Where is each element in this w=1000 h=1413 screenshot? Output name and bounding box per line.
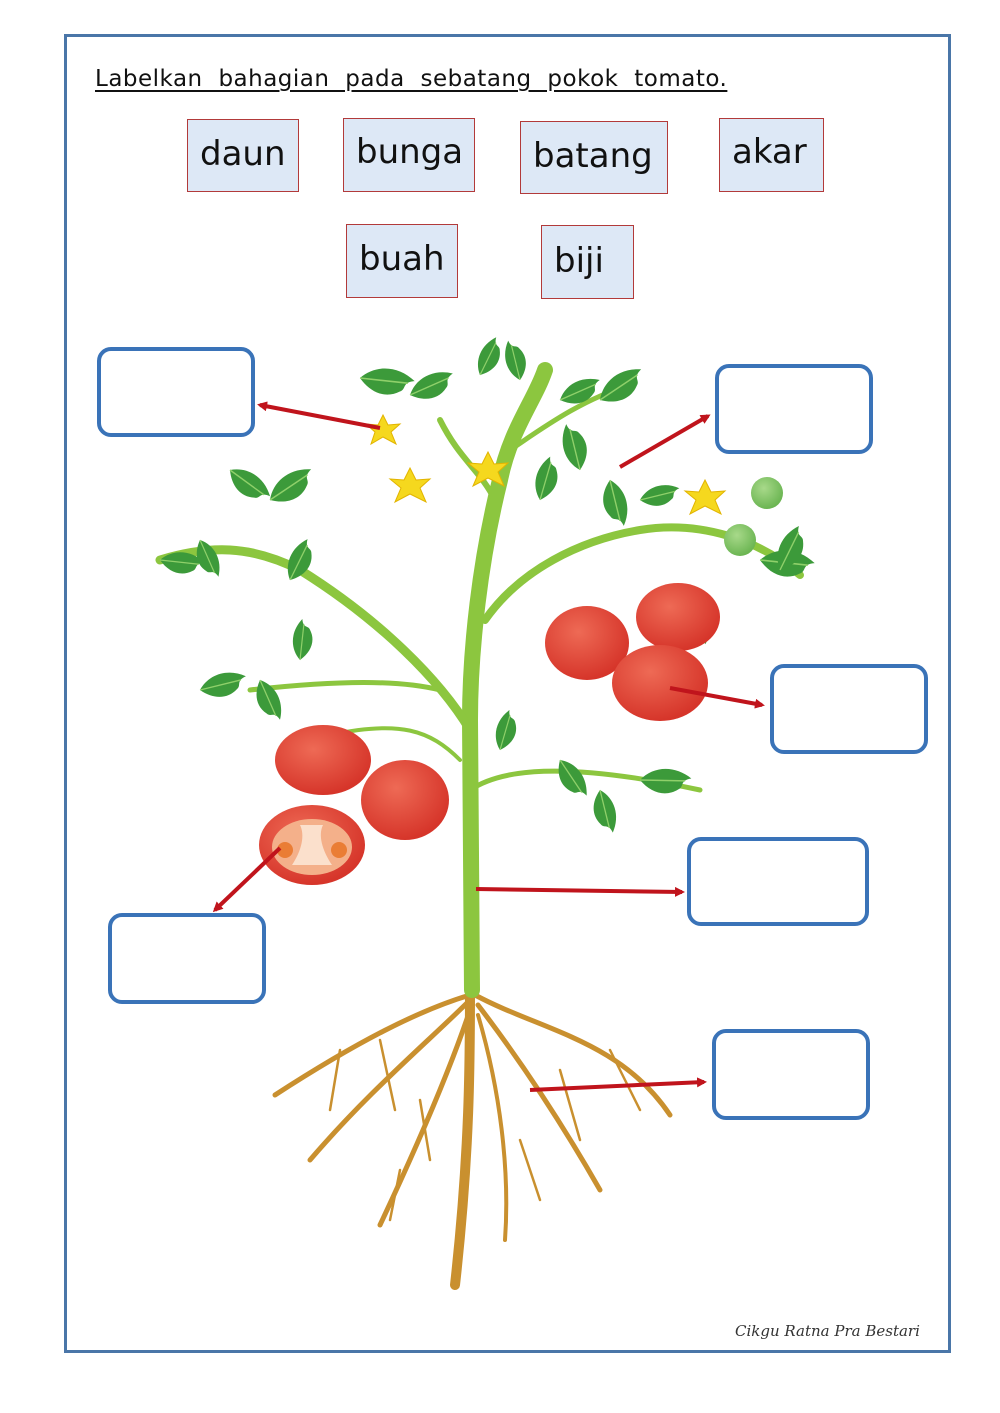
unripe-fruits <box>724 477 783 556</box>
word-card-biji[interactable]: biji <box>541 225 634 299</box>
flowers <box>364 413 727 516</box>
worksheet-frame <box>64 34 951 1353</box>
author-signature: Cikgu Ratna Pra Bestari <box>735 1322 920 1340</box>
ripe-fruits <box>259 583 720 885</box>
answer-box-root[interactable] <box>712 1029 870 1120</box>
word-card-daun[interactable]: daun <box>187 119 299 192</box>
word-card-batang[interactable]: batang <box>520 121 668 194</box>
answer-box-fruit[interactable] <box>770 664 928 754</box>
answer-box-stem[interactable] <box>687 837 869 926</box>
worksheet-title: Labelkan bahagian pada sebatang pokok to… <box>95 66 728 92</box>
word-card-buah[interactable]: buah <box>346 224 458 298</box>
tomato-cross-section <box>259 805 365 885</box>
roots <box>272 980 673 1290</box>
word-card-bunga[interactable]: bunga <box>343 118 475 192</box>
word-card-akar[interactable]: akar <box>719 118 824 192</box>
answer-box-flower[interactable] <box>97 347 255 437</box>
answer-box-seed[interactable] <box>108 913 266 1004</box>
answer-box-leaf[interactable] <box>715 364 873 454</box>
arrows <box>212 401 765 1092</box>
